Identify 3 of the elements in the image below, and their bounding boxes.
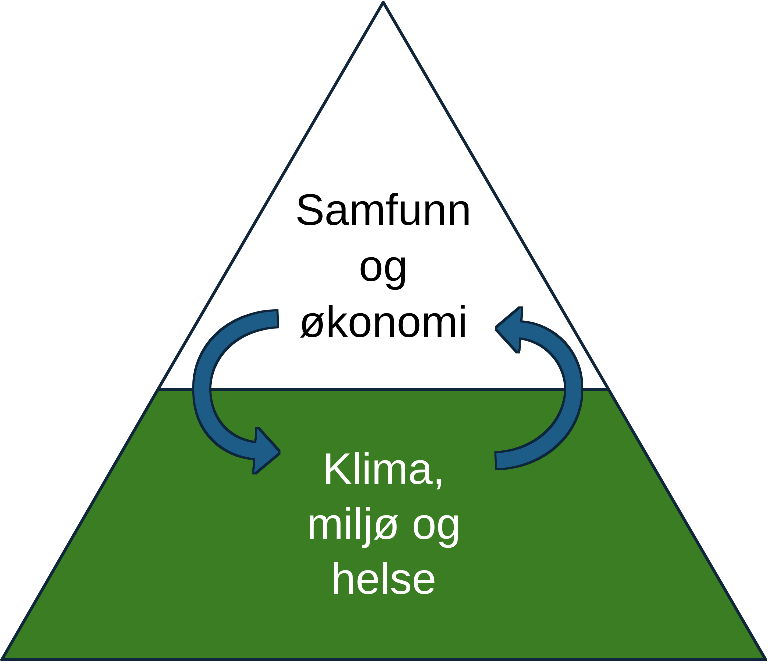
tier-label: Samfunn og økonomi (294, 185, 473, 349)
tier-label: Klima, miljø og helse (306, 444, 462, 606)
pyramid-base-tier (0, 388, 768, 664)
